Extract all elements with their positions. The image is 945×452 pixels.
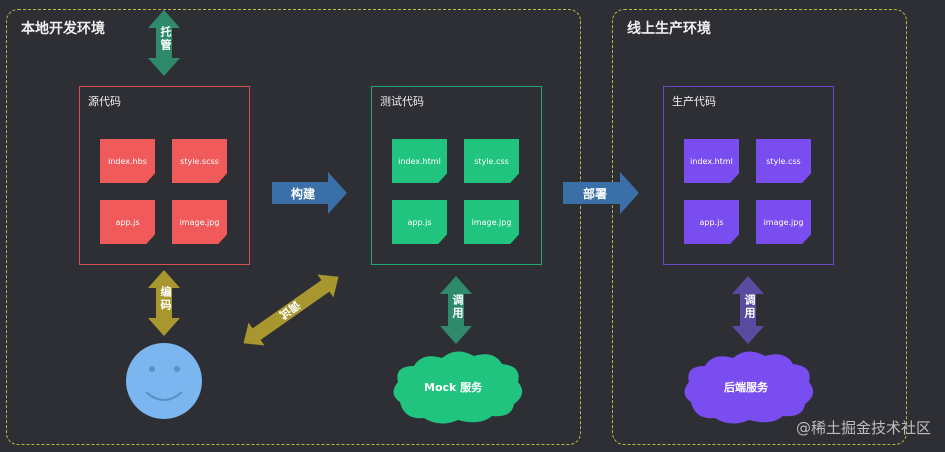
backend-service-label: 后端服务: [724, 381, 768, 394]
file-style-css: style.css: [464, 139, 519, 183]
host-arrow: [148, 10, 180, 76]
file-image-jpg: image.jpg: [464, 200, 519, 244]
file-index-html: index.html: [392, 139, 447, 183]
deploy-arrow: [563, 172, 639, 214]
source-code-title: 源代码: [88, 95, 121, 108]
developer-avatar: [126, 343, 202, 419]
file-app-js: app.js: [684, 200, 739, 244]
deploy-label: 部署: [583, 187, 608, 201]
file-app-js: app.js: [392, 200, 447, 244]
backend-cloud-shape: [684, 351, 814, 424]
file-app-js: app.js: [100, 200, 155, 244]
local-env-region: [6, 9, 581, 445]
encode-arrow: [148, 270, 180, 336]
mock-cloud-shape: [393, 351, 523, 424]
build-arrow: [272, 172, 347, 214]
file-index-html: index.html: [684, 139, 739, 183]
mock-call-label: 调用: [451, 294, 464, 320]
local-env-title: 本地开发环境: [21, 21, 105, 37]
prod-code-box: 生产代码 index.html style.css app.js image.j…: [663, 86, 834, 265]
online-env-title: 线上生产环境: [627, 21, 711, 37]
mock-service-label: Mock 服务: [424, 381, 483, 394]
watermark: @稀土掘金技术社区: [795, 419, 931, 437]
file-style-css: style.css: [756, 139, 811, 183]
test-code-box: 测试代码 index.html style.css app.js image.j…: [371, 86, 542, 265]
build-label: 构建: [291, 187, 316, 201]
file-index-hbs: index.hbs: [100, 139, 155, 183]
file-image-jpg: image.jpg: [172, 200, 227, 244]
file-style-scss: style.scss: [172, 139, 227, 183]
debug-arrow: [243, 274, 339, 346]
encode-label: 编码: [159, 286, 172, 312]
source-code-box: 源代码 index.hbs style.scss app.js image.jp…: [79, 86, 250, 265]
file-image-jpg: image.jpg: [756, 200, 811, 244]
backend-call-arrow: [732, 276, 764, 344]
mock-call-arrow: [440, 276, 472, 344]
host-label: 托管: [159, 26, 172, 52]
backend-call-label: 调用: [743, 294, 756, 320]
prod-code-title: 生产代码: [672, 95, 716, 108]
test-code-title: 测试代码: [380, 95, 424, 108]
online-env-region: [612, 9, 907, 445]
